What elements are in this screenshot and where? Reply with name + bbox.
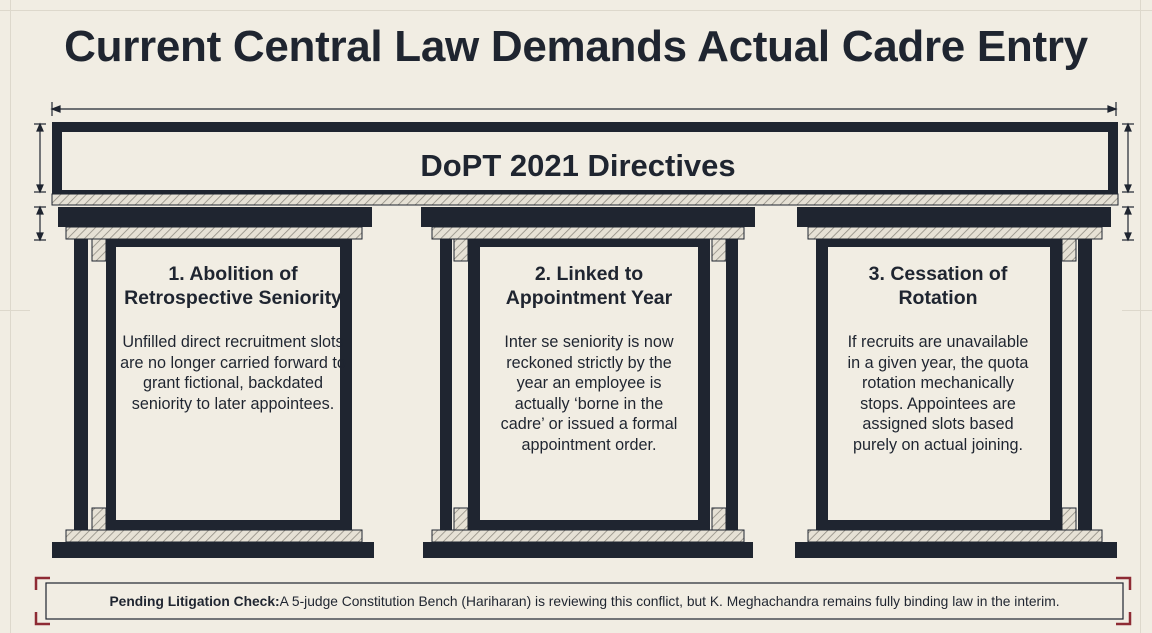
grid-line: [0, 10, 1152, 11]
pillar-1-body: Unfilled direct recruitment slots are no…: [120, 333, 346, 413]
dimension-line: [1122, 122, 1134, 242]
banner-title: DoPT 2021 Directives: [420, 148, 736, 183]
grid-line: [1140, 0, 1141, 633]
pillar-1-panel: 1. Abolition of Retrospective Seniority …: [120, 258, 346, 520]
pillar-2-frame: [421, 207, 755, 558]
pillar-1-frame: [52, 207, 374, 558]
litigation-note: Pending Litigation Check: A 5-judge Cons…: [46, 583, 1123, 619]
grid-line: [0, 310, 30, 311]
dimension-line: [50, 102, 1118, 116]
pillar-3-body: If recruits are unavailable in a given y…: [847, 333, 1029, 454]
pillar-2-panel: 2. Linked to Appointment Year Inter se s…: [492, 258, 686, 520]
pillar-3-heading: 3. Cessation of Rotation: [868, 263, 1008, 309]
page-title: Current Central Law Demands Actual Cadre…: [64, 22, 1088, 71]
pillar-3-frame: [795, 207, 1117, 558]
pillar-2-heading: 2. Linked to Appointment Year: [505, 263, 673, 309]
pillar-1-heading: 1. Abolition of Retrospective Seniority: [124, 263, 342, 309]
litigation-note-label: Pending Litigation Check:: [109, 593, 280, 609]
grid-line: [10, 0, 11, 633]
litigation-note-text: A 5-judge Constitution Bench (Hariharan)…: [279, 593, 1060, 609]
dimension-line: [34, 122, 46, 242]
pillar-3-panel: 3. Cessation of Rotation If recruits are…: [840, 258, 1036, 520]
litigation-note-frame: [34, 576, 1132, 626]
grid-line: [1122, 310, 1152, 311]
pillar-2-body: Inter se seniority is now reckoned stric…: [500, 333, 678, 454]
banner-beam: [51, 122, 1119, 206]
